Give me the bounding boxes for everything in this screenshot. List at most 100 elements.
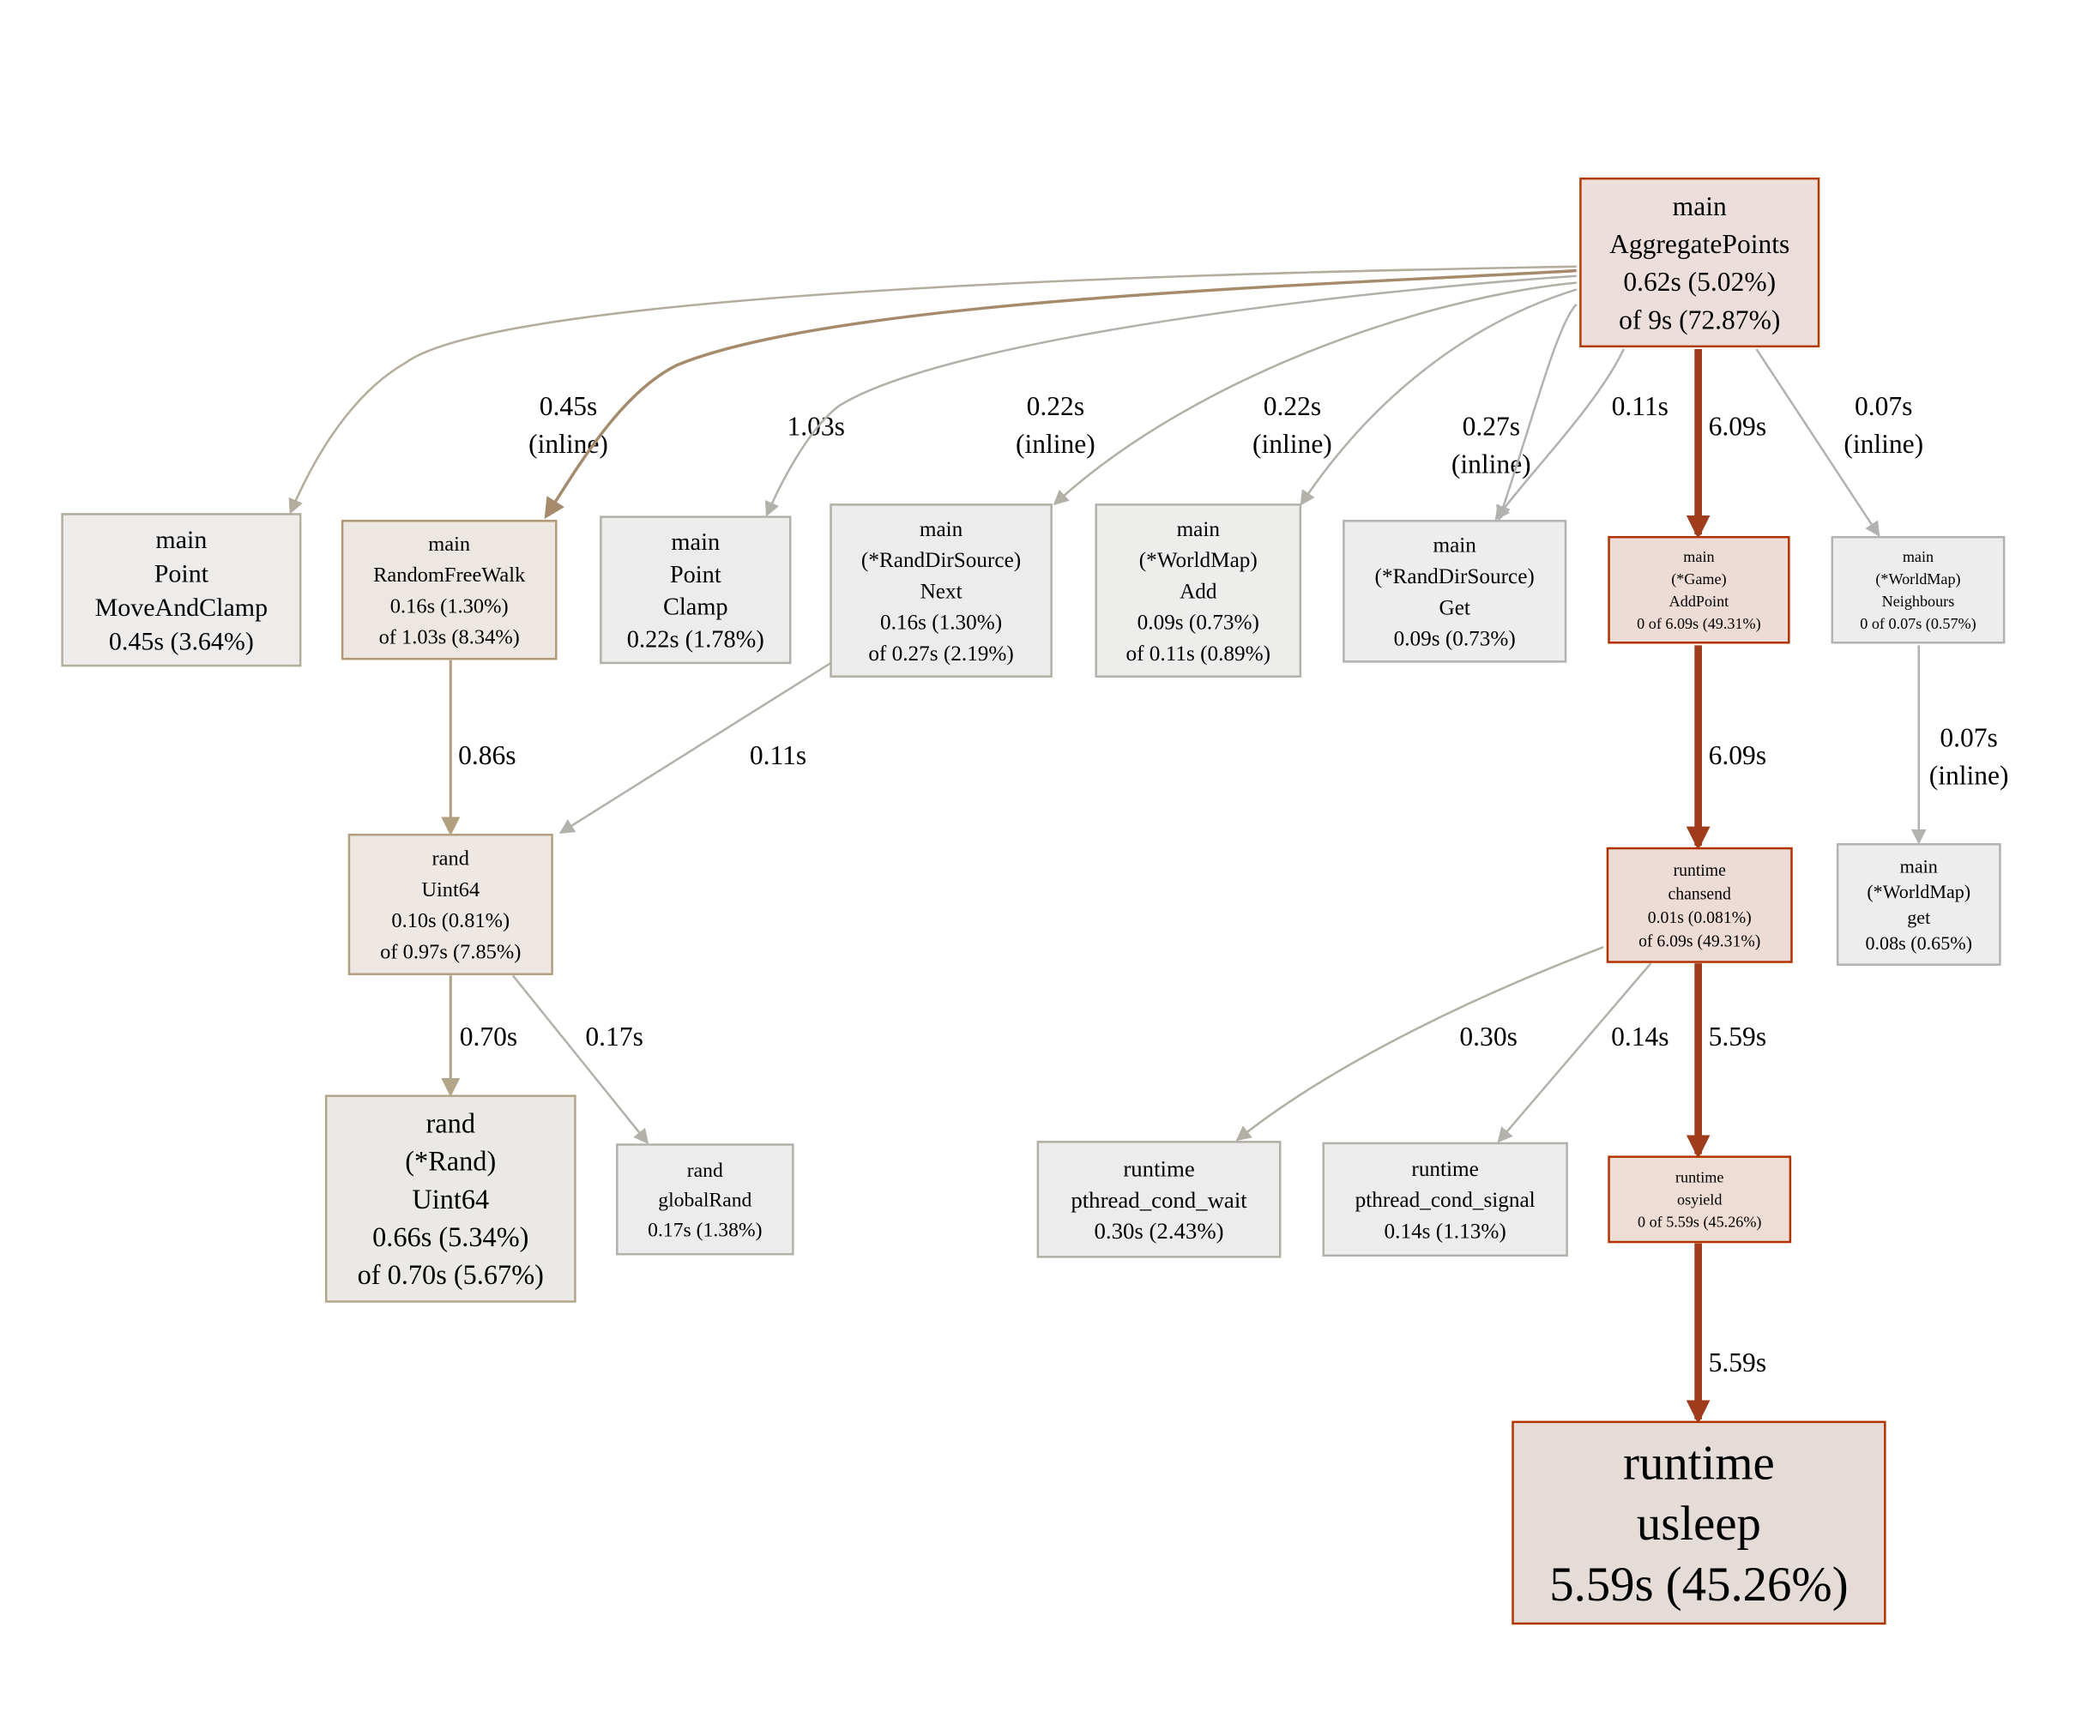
node-label-line: main <box>1903 548 1934 565</box>
edge-label: 0.14s <box>1611 1022 1669 1052</box>
edge-aggregate-to-randdirget[interactable]: 0.11s <box>1496 304 1669 521</box>
edge-osyield-to-usleep[interactable]: 5.59s <box>1686 1243 1766 1425</box>
node-box <box>1343 520 1567 663</box>
node-label-line: 0.62s (5.02%) <box>1623 267 1776 297</box>
node-globalrand[interactable]: rand globalRand 0.17s (1.38%) <box>616 1143 794 1256</box>
node-box <box>1836 843 2001 966</box>
edge-uint64-to-globalrand[interactable]: 0.17s <box>511 974 649 1145</box>
node-box <box>324 1094 576 1303</box>
edge-label: (inline) <box>1929 760 2009 790</box>
node-label-line: main <box>1433 534 1476 558</box>
node-label-line: Get <box>1439 596 1469 619</box>
node-label-line: runtime <box>1674 861 1727 880</box>
node-label-line: 0.45s (3.64%) <box>109 627 254 655</box>
node-label-line: main <box>671 529 720 556</box>
edge-chansend-to-condwait[interactable]: 0.30s <box>1235 946 1604 1142</box>
node-box <box>347 834 553 975</box>
edge-label: 5.59s <box>1709 1347 1766 1377</box>
node-label-line: of 6.09s (49.31%) <box>1638 932 1760 951</box>
node-box <box>61 513 302 667</box>
edge-label: 0.45s <box>540 391 597 421</box>
node-box <box>1606 847 1793 963</box>
edge-aggregate-to-neighbours[interactable]: 0.07s(inline) <box>1755 348 1923 538</box>
edge-label: 0.27s <box>1463 411 1520 441</box>
node-label-line: rand <box>687 1160 723 1182</box>
edge-label: 0.07s <box>1855 391 1912 421</box>
node-label-line: Uint64 <box>421 878 480 901</box>
node-label-line: main <box>1683 548 1714 565</box>
edge-addpoint-to-chansend[interactable]: 6.09s <box>1686 645 1766 851</box>
edge-line <box>544 268 1577 520</box>
edge-randdirnext-to-uint64[interactable]: 0.11s <box>558 661 832 834</box>
node-label-line: (*RandDirSource) <box>861 549 1021 572</box>
node-label-line: main <box>1673 191 1727 221</box>
node-label-line: Clamp <box>663 594 728 621</box>
node-box <box>1322 1142 1568 1257</box>
edge-line <box>558 661 832 834</box>
node-label-line: 0.01s (0.081%) <box>1648 908 1752 927</box>
node-label-line: globalRand <box>658 1190 751 1212</box>
edge-aggregate-to-worldmapadd[interactable]: 0.27s(inline) <box>1300 288 1578 506</box>
edge-aggregate-to-addpoint[interactable]: 6.09s <box>1686 348 1766 539</box>
node-label-line: Add <box>1180 580 1217 603</box>
edge-aggregate-to-moveclamp[interactable]: 0.45s (inline) <box>288 265 1577 515</box>
edge-label: 0.30s <box>1459 1022 1517 1052</box>
edge-line <box>1755 348 1880 538</box>
node-label-line: Neighbours <box>1882 593 1955 610</box>
node-label-line: runtime <box>1411 1158 1478 1181</box>
edge-chansend-to-osyield[interactable]: 5.59s <box>1686 963 1766 1160</box>
edge-aggregate-to-randdirnext[interactable]: 0.22s(inline) <box>1053 281 1577 506</box>
node-label-line: rand <box>432 847 469 871</box>
edge-neighbours-to-worldmapget[interactable]: 0.07s(inline) <box>1910 645 2009 845</box>
node-label-line: of 0.27s (2.19%) <box>868 642 1014 666</box>
node-label-line: get <box>1907 907 1930 928</box>
edge-line <box>1497 962 1652 1143</box>
node-label-line: (*Rand) <box>405 1146 496 1177</box>
node-label-line: main <box>428 533 470 556</box>
node-label-line: 0.14s (1.13%) <box>1385 1220 1506 1243</box>
edge-randomfreewalk-to-uint64[interactable]: 0.86s <box>441 660 516 836</box>
node-label-line: (*RandDirSource) <box>1375 565 1535 588</box>
node-label-line: Point <box>670 562 721 588</box>
edge-aggregate-to-randomfreewalk[interactable]: 1.03s <box>544 268 1577 520</box>
node-label-line: 0.16s (1.30%) <box>880 612 1002 635</box>
node-label-line: 0.22s (1.78%) <box>627 626 764 653</box>
edge-label: 0.22s <box>1264 391 1321 421</box>
edge-aggregate-to-addpoint[interactable]: 0.09s(inline) <box>1494 348 1681 521</box>
node-box <box>341 520 558 660</box>
edge-label: 0.17s <box>585 1022 643 1052</box>
node-label-line: Uint64 <box>412 1184 489 1215</box>
node-box <box>1512 1420 1886 1625</box>
edge-aggregate-to-clamp[interactable]: 0.22s(inline) <box>764 274 1577 517</box>
node-label-line: main <box>1177 518 1221 541</box>
edge-label: 0.70s <box>460 1022 517 1052</box>
node-box <box>830 503 1053 678</box>
edge-line <box>1494 348 1626 521</box>
edge-label: 0.11s <box>1612 391 1669 421</box>
edge-uint64-to-randuint64[interactable]: 0.70s <box>441 975 517 1097</box>
edge-line <box>288 265 1577 515</box>
node-label-line: 0 of 5.59s (45.26%) <box>1638 1214 1761 1232</box>
node-label-line: 0.17s (1.38%) <box>648 1219 762 1241</box>
node-label-line: pthread_cond_wait <box>1071 1187 1247 1213</box>
edge-label: (inline) <box>528 429 608 459</box>
edge-chansend-to-condsignal[interactable]: 0.14s <box>1497 962 1669 1143</box>
